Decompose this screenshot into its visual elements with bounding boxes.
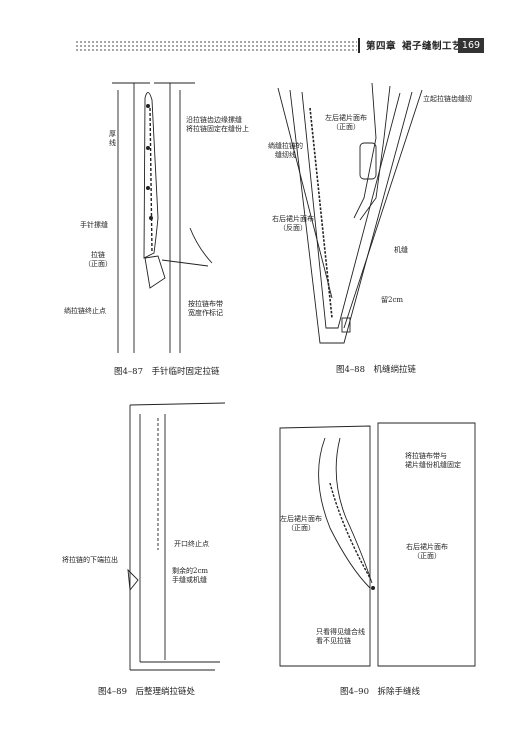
label-leave-2cm: 留2cm (381, 296, 404, 304)
label-only-see-seam: 只看得见缝合线 看不见拉链 (316, 628, 365, 645)
label-remaining-2cm: 剩余的2cm 手缝或机缝 (172, 567, 209, 584)
label-mark: 按拉链布带 宽度作标记 (188, 300, 223, 317)
figure-4-87-caption: 图4–87 手针临时固定拉链 (114, 367, 220, 377)
header-dot-pattern (75, 40, 357, 52)
label-left-back-face-90: 左后裙片面布 （正面） (280, 515, 322, 532)
label-left-back-face: 左后裙片面布 （正面） (325, 114, 367, 131)
label-machine-sewing: 机缝 (394, 246, 408, 254)
label-right-back-reverse: 右后裙片面布 （反面） (272, 215, 314, 232)
label-sew-line: 绱缝拉链的 缝纫线 (268, 142, 303, 159)
label-opening-end: 开口终止点 (174, 540, 209, 548)
label-thick-thread: 厚 线 (109, 130, 116, 147)
chapter-number: 第四章 (366, 41, 397, 52)
label-zipper: 拉链 （正面） (84, 251, 112, 268)
figure-4-90-illustration (270, 418, 482, 673)
figure-4-88-illustration (272, 78, 442, 353)
figure-4-87-illustration (90, 78, 240, 360)
page-number: 169 (458, 38, 484, 53)
figure-4-89-illustration (120, 400, 230, 675)
header-divider (358, 38, 360, 53)
label-fix-tape: 将拉链布带与 裙片缝份机缝固定 (405, 452, 461, 469)
label-right-back-face-90: 右后裙片面布 （正面） (406, 543, 448, 560)
chapter-heading: 第四章裙子缝制工艺 (366, 38, 468, 52)
label-hand-stitch: 手针摞缝 (80, 221, 108, 229)
figure-4-88-caption: 图4–88 机缝绱拉链 (336, 365, 416, 375)
label-stitch-line: 沿拉链齿边缘摞缝 将拉链固定在缝份上 (186, 116, 249, 133)
label-end-point: 绱拉链终止点 (64, 307, 106, 315)
figure-4-90-caption: 图4–90 拆除手缝线 (340, 687, 420, 697)
figure-4-89-caption: 图4–89 后整理绱拉链处 (98, 687, 195, 697)
chapter-title: 裙子缝制工艺 (402, 41, 463, 52)
label-raise-teeth: 立起拉链齿缝纫 (423, 95, 472, 103)
label-pull-out-zipper: 将拉链的下端拉出 (62, 556, 118, 564)
